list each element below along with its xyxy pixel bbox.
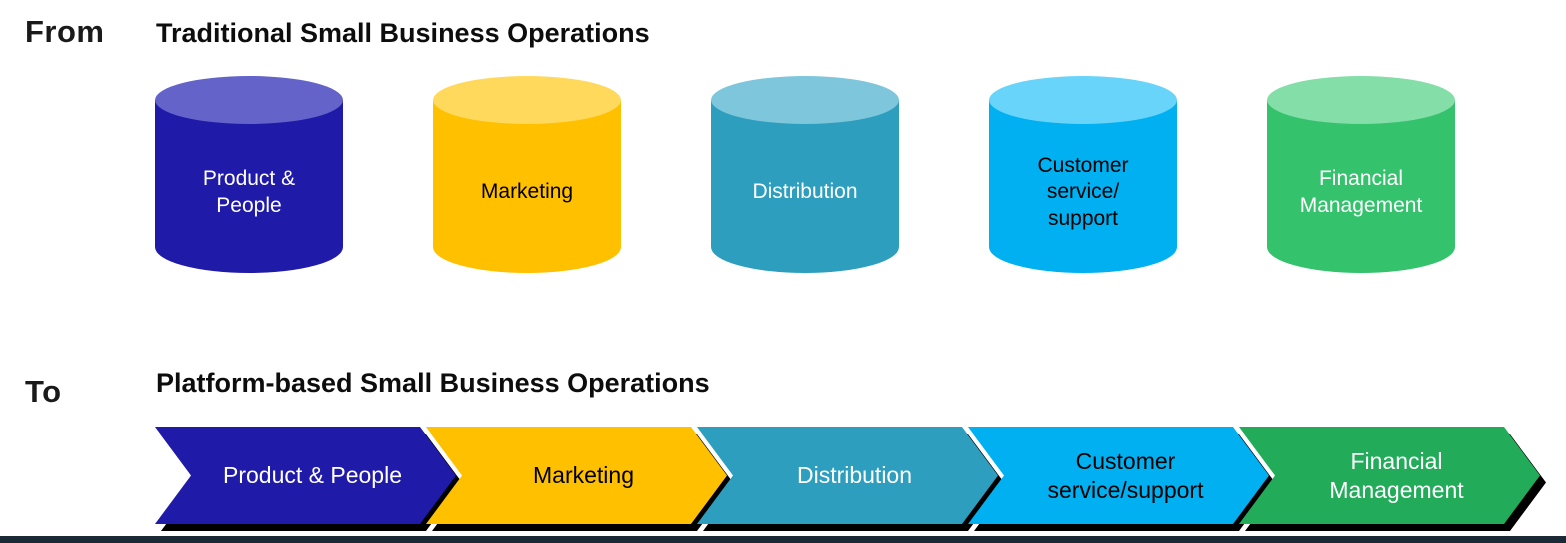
cylinder-body [1267, 100, 1455, 273]
chevron-label: Distribution [796, 462, 913, 489]
cylinder-label: Customer service/ support [1037, 154, 1129, 230]
cylinder-top [1267, 76, 1455, 124]
cylinder-body [155, 100, 343, 273]
cylinder-body [989, 100, 1177, 273]
chevron-distribution: Distribution [697, 427, 998, 524]
cylinder-financial-management: Financial Management [1267, 76, 1455, 273]
chevron-shape: Distribution [697, 427, 998, 524]
chevron-label: Financial Management [1329, 447, 1464, 503]
chevron-row: Product & People Marketing Distribution … [155, 427, 1540, 524]
cylinder-customer-service: Customer service/ support [989, 76, 1177, 273]
chevron-customer-service: Customer service/support [968, 427, 1269, 524]
chevron-shape: Product & People [155, 427, 456, 524]
cylinder-label: Product & People [202, 167, 296, 217]
chevron-label: Customer service/support [1047, 447, 1204, 503]
cylinder-label: Marketing [480, 180, 574, 204]
bottom-edge-bar [0, 536, 1566, 543]
chevron-shape: Financial Management [1239, 427, 1540, 524]
cylinder-top [433, 76, 621, 124]
cylinder-body [433, 100, 621, 273]
cylinder-label: Financial Management [1299, 167, 1423, 217]
from-section-title: Traditional Small Business Operations [156, 18, 650, 48]
chevron-shape: Customer service/support [968, 427, 1269, 524]
cylinder-top [155, 76, 343, 124]
chevron-label: Marketing [533, 462, 634, 489]
chevron-marketing: Marketing [426, 427, 727, 524]
to-label: To [25, 374, 62, 409]
cylinder-top [989, 76, 1177, 124]
chevron-shape: Marketing [426, 427, 727, 524]
from-label: From [25, 14, 105, 49]
cylinder-label: Distribution [752, 180, 858, 204]
cylinder-row: Product & People Marketing Distribution … [155, 76, 1455, 273]
chevron-product-people: Product & People [155, 427, 456, 524]
cylinder-distribution: Distribution [711, 76, 899, 273]
to-section-title: Platform-based Small Business Operations [156, 368, 710, 398]
cylinder-marketing: Marketing [433, 76, 621, 273]
chevron-label: Product & People [222, 462, 402, 489]
chevron-financial-management: Financial Management [1239, 427, 1540, 524]
cylinder-body [711, 100, 899, 273]
cylinder-top [711, 76, 899, 124]
cylinder-product-people: Product & People [155, 76, 343, 273]
